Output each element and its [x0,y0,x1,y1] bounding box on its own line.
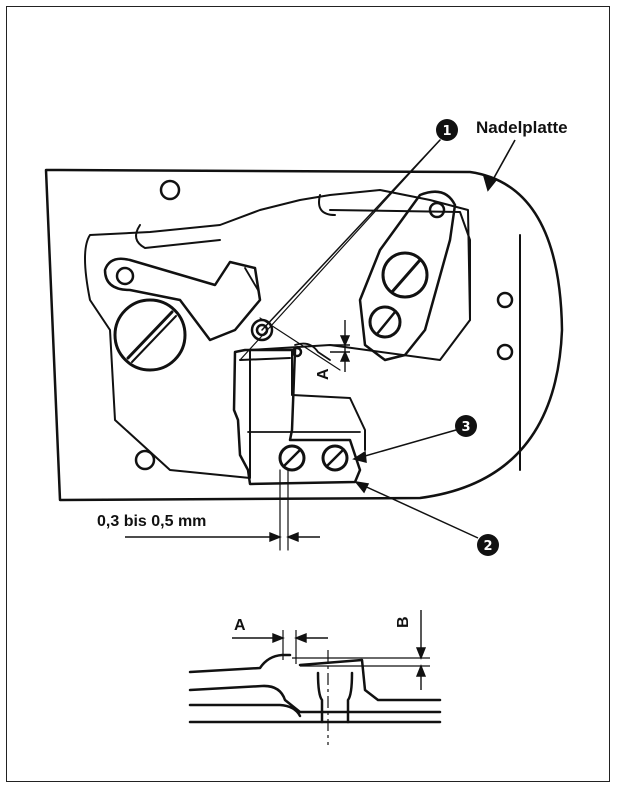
callout-2-number: 2 [483,539,492,554]
screw-left [113,298,187,372]
detail-section [188,653,442,724]
guard-screw-left [278,444,306,472]
callout-2: 2 [477,534,499,556]
callout-3: 3 [455,415,477,437]
dimension-b-label: B [395,616,412,628]
bracket-screw-bottom [368,305,402,339]
plate-hole [134,449,156,471]
dimension-a-top-label: A [315,368,332,380]
bracket-screw-top [381,251,429,299]
figure-frame [6,6,610,782]
guard-screw-right [321,444,349,472]
lever-arm [103,257,262,342]
callout-1-number: 1 [442,124,451,139]
callout-1: 1 [436,119,458,141]
plate-hole [496,343,514,361]
needle-plate-outline [44,168,564,502]
clearance-label: 0,3 bis 0,5 mm [97,513,206,530]
plate-hole [496,291,514,309]
needle-plate-label: Nadelplatte [476,118,568,137]
guard-bracket [232,348,362,486]
plate-recess [84,189,471,479]
right-bracket [358,190,457,362]
plate-hole [159,179,181,201]
callout-3-number: 3 [461,420,470,435]
dimension-a-bottom-label: A [234,617,246,634]
